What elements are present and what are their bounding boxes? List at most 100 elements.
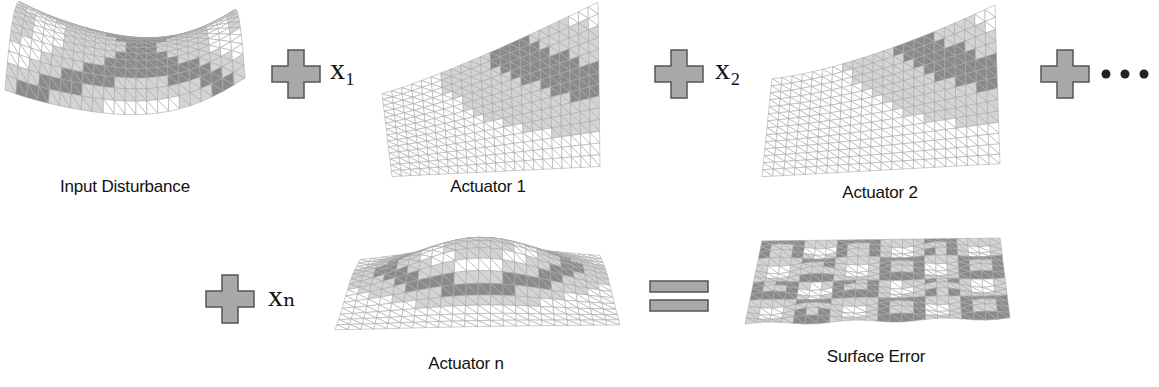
mesh-triangle bbox=[166, 35, 176, 37]
mesh-triangle bbox=[208, 29, 219, 34]
mesh-triangle bbox=[419, 162, 429, 168]
mesh-triangle bbox=[805, 167, 816, 174]
mesh-triangle bbox=[136, 53, 146, 60]
mesh-triangle bbox=[860, 163, 871, 171]
mesh-triangle bbox=[850, 140, 861, 148]
mesh-triangle bbox=[126, 60, 137, 69]
mesh-triangle bbox=[136, 40, 146, 43]
mesh-triangle bbox=[543, 149, 553, 159]
mesh-triangle bbox=[457, 158, 467, 165]
mesh-triangle bbox=[136, 60, 147, 68]
mesh-triangle bbox=[391, 170, 401, 176]
mesh-triangle bbox=[136, 68, 147, 78]
mesh-triangle bbox=[420, 169, 430, 175]
mesh-triangle bbox=[849, 164, 860, 172]
mesh-triangle bbox=[871, 147, 882, 155]
mesh-triangle bbox=[816, 166, 827, 173]
mesh-triangle bbox=[763, 163, 774, 170]
mesh-triangle bbox=[114, 100, 125, 114]
mesh-triangle bbox=[882, 137, 893, 145]
mesh-triangle bbox=[458, 166, 468, 173]
mesh-triangle bbox=[438, 152, 448, 159]
mesh-triangle bbox=[817, 158, 828, 165]
mesh-triangle bbox=[924, 132, 935, 141]
mesh-triangle bbox=[913, 151, 924, 160]
mesh-triangle bbox=[762, 170, 773, 177]
mesh-triangle bbox=[448, 159, 458, 166]
surface-meshes bbox=[5, 2, 1010, 330]
mesh-triangle bbox=[775, 141, 786, 148]
mesh-triangle bbox=[935, 158, 946, 167]
mesh-triangle bbox=[125, 89, 136, 101]
mesh-triangle bbox=[457, 150, 467, 158]
mesh-triangle bbox=[72, 70, 83, 83]
mesh-triangle bbox=[190, 93, 201, 106]
mesh-triangle bbox=[946, 157, 957, 166]
mesh-triangle bbox=[849, 156, 860, 164]
mesh-triangle bbox=[448, 167, 458, 174]
mesh-triangle bbox=[476, 149, 486, 157]
mesh-triangle bbox=[966, 116, 977, 126]
mesh-triangle bbox=[83, 72, 94, 85]
mesh-triangle bbox=[785, 161, 796, 168]
mesh-triangle bbox=[105, 57, 116, 67]
mesh-triangle bbox=[562, 147, 572, 158]
mesh-triangle bbox=[434, 243, 445, 246]
mesh-triangle bbox=[881, 154, 892, 162]
mesh-triangle bbox=[914, 143, 925, 152]
mesh-triangle bbox=[136, 53, 146, 60]
mesh-triangle bbox=[967, 136, 978, 146]
mesh-triangle bbox=[533, 150, 543, 160]
mesh-triangle bbox=[418, 155, 428, 162]
mesh-triangle bbox=[445, 240, 456, 243]
mesh-triangle bbox=[580, 123, 590, 134]
mesh-triangle bbox=[233, 72, 245, 85]
mesh-triangle bbox=[913, 159, 924, 167]
mesh-triangle bbox=[480, 238, 491, 240]
mesh-triangle bbox=[978, 134, 989, 144]
mesh-triangle bbox=[504, 145, 514, 154]
mesh-triangle bbox=[766, 141, 777, 148]
mesh-triangle bbox=[515, 161, 525, 170]
mesh-triangle bbox=[774, 155, 785, 162]
mesh-triangle bbox=[946, 149, 957, 158]
mesh-triangle bbox=[115, 67, 126, 78]
mesh-triangle bbox=[477, 164, 487, 172]
mesh-triangle bbox=[467, 165, 477, 173]
mesh-triangle bbox=[946, 148, 957, 157]
mesh-triangle bbox=[807, 152, 818, 159]
mesh-triangle bbox=[552, 158, 562, 169]
mesh-triangle bbox=[399, 157, 409, 163]
mesh-triangle bbox=[777, 133, 788, 140]
mesh-triangle bbox=[871, 146, 882, 154]
mesh-triangle bbox=[543, 159, 553, 169]
mesh-triangle bbox=[146, 40, 156, 43]
mesh-triangle bbox=[410, 169, 420, 175]
mesh-triangle bbox=[892, 145, 903, 153]
mesh-triangle bbox=[787, 139, 798, 146]
mesh-triangle bbox=[796, 146, 807, 153]
mesh-triangle bbox=[784, 161, 795, 168]
mesh-triangle bbox=[514, 151, 524, 160]
mesh-triangle bbox=[946, 139, 957, 148]
mesh-triangle bbox=[115, 59, 125, 68]
mesh-triangle bbox=[94, 74, 105, 87]
mesh-triangle bbox=[957, 157, 968, 166]
mesh-triangle bbox=[935, 150, 946, 159]
mesh-triangle bbox=[978, 136, 989, 146]
mesh-triangle bbox=[410, 169, 420, 175]
mesh-triangle bbox=[39, 86, 50, 103]
mesh-triangle bbox=[104, 87, 115, 100]
mesh-triangle bbox=[977, 125, 988, 135]
mesh-triangle bbox=[466, 149, 476, 157]
mesh-triangle bbox=[126, 68, 137, 78]
mesh-triangle bbox=[806, 160, 817, 167]
mesh-triangle bbox=[860, 148, 871, 156]
mesh-triangle bbox=[924, 142, 935, 151]
mesh-triangle bbox=[784, 168, 795, 175]
mesh-triangle bbox=[571, 146, 581, 157]
mesh-triangle bbox=[956, 128, 967, 138]
mesh-triangle bbox=[197, 30, 208, 34]
mesh-triangle bbox=[485, 147, 495, 155]
mesh-triangle bbox=[439, 167, 449, 174]
